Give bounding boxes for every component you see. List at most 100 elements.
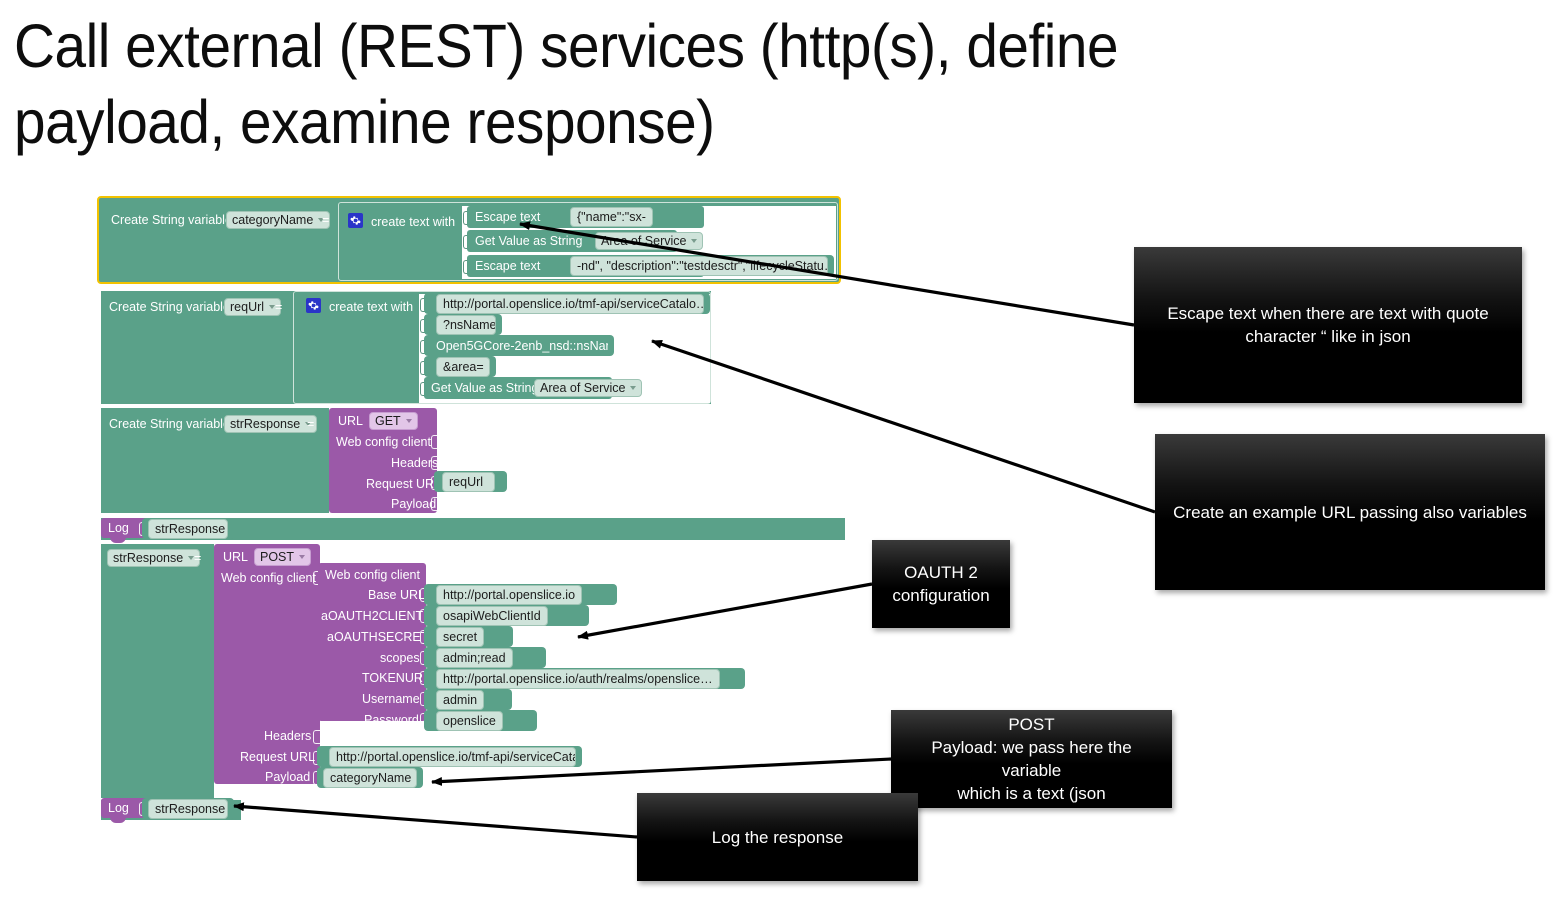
text-field-value[interactable]: ?nsName= — [436, 314, 496, 335]
operation-label-create-text-with: create text with — [329, 300, 414, 314]
value-block-username[interactable]: admin — [424, 689, 512, 710]
escape-text-label: Escape text — [475, 259, 541, 273]
variable-pill-requrl[interactable]: reqUrl — [442, 471, 496, 492]
variable-name: strResponse — [230, 417, 301, 431]
value-block-area-param[interactable]: &area= — [424, 356, 496, 377]
value-block-log-strresponse-2[interactable]: strResponse — [142, 798, 234, 819]
text-field-value[interactable]: admin;read — [436, 647, 513, 668]
variable-pill-categoryname[interactable]: categoryName — [323, 767, 417, 788]
block-create-string-strresponse-get[interactable]: Create String variable strResponse = URL… — [101, 408, 507, 513]
block-create-text-with-1[interactable]: create text with Escape text {"name":"sx… — [338, 202, 838, 281]
variable-name: reqUrl — [230, 300, 265, 314]
variable-dropdown-strresponse-post[interactable]: strResponse — [107, 549, 201, 567]
text-field-value[interactable]: http://portal.openslice.io/tmf-api/servi… — [329, 746, 576, 767]
log-row-strip-1 — [101, 518, 845, 540]
value-block-nsname-param[interactable]: ?nsName= — [424, 314, 502, 335]
callout-post-payload: POST Payload: we pass here the variable … — [891, 710, 1172, 808]
field-label-headers-outer: Headers — [264, 729, 312, 743]
chevron-down-icon — [305, 422, 312, 426]
block-get-value-as-string-1[interactable]: Get Value as String Area of Service — [467, 230, 704, 252]
value-block-oauthsecret[interactable]: secret — [424, 626, 513, 647]
value-block-oauth2clientid[interactable]: osapiWebClientId — [424, 605, 589, 626]
text-field-value[interactable]: osapiWebClientId — [436, 605, 548, 626]
statement-label-create-string-variable: Create String variable — [109, 300, 230, 314]
chevron-down-icon — [318, 218, 325, 222]
field-label-scopes: scopes — [380, 651, 420, 665]
text-field-value[interactable]: http://portal.openslice.io/tmf-api/servi… — [436, 293, 704, 314]
text-field-value[interactable]: secret — [436, 626, 485, 647]
variable-pill-strresponse[interactable]: strResponse — [148, 518, 228, 539]
value-block-base-url[interactable]: http://portal.openslice.io — [424, 584, 617, 605]
value-block-escape-text-1[interactable]: {"name":"sx- — [558, 206, 704, 227]
value-block-payload-categoryname[interactable]: categoryName — [317, 767, 423, 788]
chevron-down-icon — [405, 419, 412, 423]
value-block-scopes[interactable]: admin;read — [424, 647, 546, 668]
variable-name: categoryName — [232, 213, 314, 227]
text-field-value[interactable]: http://portal.openslice.io — [436, 584, 583, 605]
block-url-post[interactable]: URL POST Web config client Headers Reque… — [214, 544, 320, 784]
operation-label-create-text-with: create text with — [371, 215, 456, 229]
value-block-nsname-value[interactable]: Open5GCore-2enb_nsd::nsName — [424, 335, 614, 356]
text-field-value[interactable]: http://portal.openslice.io/auth/realms/o… — [436, 668, 720, 689]
chevron-down-icon — [299, 555, 306, 559]
gear-icon[interactable] — [306, 298, 321, 313]
value-block-request-url-post[interactable]: http://portal.openslice.io/tmf-api/servi… — [317, 746, 582, 767]
text-field-value[interactable]: {"name":"sx- — [570, 206, 653, 227]
equals-sign: = — [322, 213, 330, 227]
text-field-value[interactable]: -nd", "description":"testdesctr","lifecy… — [570, 255, 828, 276]
variable-name: categoryName — [330, 770, 412, 785]
variable-name: reqUrl — [449, 474, 484, 489]
variable-pill-strresponse[interactable]: strResponse — [148, 798, 228, 819]
url-label: URL — [223, 550, 249, 564]
block-create-string-requrl[interactable]: Create String variable reqUrl = create t… — [101, 291, 711, 404]
variable-dropdown-strresponse[interactable]: strResponse — [224, 415, 318, 433]
gear-icon[interactable] — [348, 213, 363, 228]
callout-example-url: Create an example URL passing also varia… — [1155, 434, 1545, 590]
value-block-requrl-variable[interactable]: reqUrl — [434, 471, 507, 492]
blockly-workspace[interactable]: Create String variable categoryName = cr… — [97, 196, 849, 823]
block-get-value-as-string-2[interactable]: Get Value as String Area of Service — [424, 377, 643, 399]
field-label-headers: Headers — [391, 456, 439, 470]
field-label-web-config-client: Web config client — [336, 435, 431, 449]
value-block-tokenuri[interactable]: http://portal.openslice.io/auth/realms/o… — [424, 668, 745, 689]
block-set-strresponse-post[interactable]: strResponse = URL POST Web config client… — [101, 544, 745, 798]
url-label: URL — [338, 414, 364, 428]
chevron-down-icon — [188, 556, 195, 560]
value-block-log-strresponse-1[interactable]: strResponse — [142, 518, 234, 539]
value-block-password[interactable]: openslice — [424, 710, 537, 731]
socket-notch — [431, 497, 439, 511]
variable-dropdown-requrl[interactable]: reqUrl — [224, 298, 282, 316]
value-block-escape-text-2[interactable]: -nd", "description":"testdesctr","lifecy… — [558, 255, 834, 276]
callout-escape-text: Escape text when there are text with quo… — [1134, 247, 1522, 403]
text-field-value[interactable]: admin — [436, 689, 485, 710]
field-label-request-url-outer: Request URL — [240, 750, 316, 764]
equals-sign: = — [275, 300, 283, 314]
chevron-down-icon — [691, 239, 698, 243]
chevron-down-icon — [269, 305, 276, 309]
block-web-config-client[interactable]: Web config client Base URL aOAUTH2CLIENT… — [318, 563, 436, 727]
socket-notch — [313, 571, 321, 585]
field-label-oauthsecret: aOAUTHSECRET — [327, 630, 429, 644]
socket-notch — [431, 435, 439, 449]
variable-name: strResponse — [155, 521, 226, 536]
area-of-service-dropdown[interactable]: Area of Service — [595, 232, 704, 250]
method-dropdown-get[interactable]: GET — [369, 412, 418, 430]
area-of-service-dropdown[interactable]: Area of Service — [534, 379, 643, 397]
block-create-string-categoryname[interactable]: Create String variable categoryName = cr… — [97, 196, 841, 284]
socket-notch — [313, 730, 321, 744]
text-field-value[interactable]: openslice — [436, 710, 503, 731]
variable-dropdown-categoryname[interactable]: categoryName — [226, 211, 331, 229]
block-url-get[interactable]: URL GET Web config client Headers Reques… — [329, 408, 441, 513]
equals-sign: = — [307, 417, 315, 431]
method-dropdown-post[interactable]: POST — [254, 548, 312, 566]
value-block-base-url[interactable]: http://portal.openslice.io/tmf-api/servi… — [424, 293, 710, 314]
socket-notch — [431, 456, 439, 470]
method-value: GET — [375, 414, 401, 428]
web-config-client-title: Web config client — [325, 568, 420, 582]
dropdown-value: Area of Service — [540, 381, 626, 395]
text-field-value[interactable]: Open5GCore-2enb_nsd::nsName — [436, 338, 608, 353]
block-create-text-with-2[interactable]: create text with http://portal.openslice… — [293, 291, 711, 404]
callout-log-response: Log the response — [637, 793, 918, 881]
text-field-value[interactable]: &area= — [436, 356, 490, 377]
log-label: Log — [108, 801, 129, 815]
